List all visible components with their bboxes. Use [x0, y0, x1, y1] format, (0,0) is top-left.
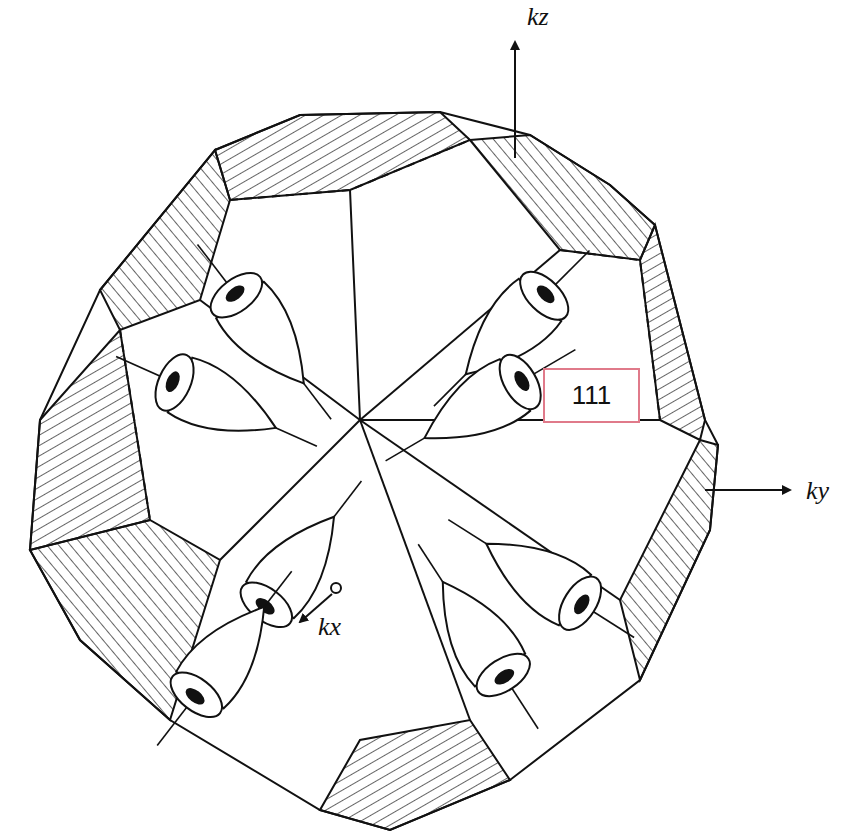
ellipsoid-end	[491, 348, 549, 416]
constant-energy-ellipsoid	[176, 607, 264, 708]
kz-axis	[514, 42, 516, 158]
ellipsoid-dot	[534, 282, 558, 306]
constant-energy-ellipsoid	[216, 282, 304, 384]
ellipsoid-end	[163, 664, 230, 726]
ellipsoid-end	[512, 263, 577, 328]
ky-axis	[705, 489, 790, 491]
ellipsoid-dot	[511, 368, 532, 393]
valley-axis	[116, 356, 317, 446]
axis-label: kz	[527, 2, 549, 32]
axis-arrows	[300, 42, 790, 622]
ellipsoid-end	[469, 645, 537, 705]
ellipsoid-end	[550, 569, 609, 637]
ellipsoid-dot	[223, 282, 248, 305]
axis-label: kx	[318, 612, 341, 642]
ellipsoid-end	[148, 349, 202, 417]
highlight-box: 111	[543, 368, 640, 423]
ellipsoid-end	[203, 264, 270, 326]
direction-label: 111	[572, 380, 612, 411]
kx-origin	[331, 583, 341, 593]
valley-axis	[418, 544, 538, 728]
ellipsoid-dot	[492, 666, 517, 688]
ellipsoid-dot	[571, 592, 593, 617]
valley-axis	[157, 571, 292, 745]
ellipsoid-dot	[163, 369, 183, 394]
ellipsoid-dot	[183, 685, 208, 708]
polyhedron-outline	[30, 112, 718, 830]
axis-label: ky	[806, 476, 829, 506]
